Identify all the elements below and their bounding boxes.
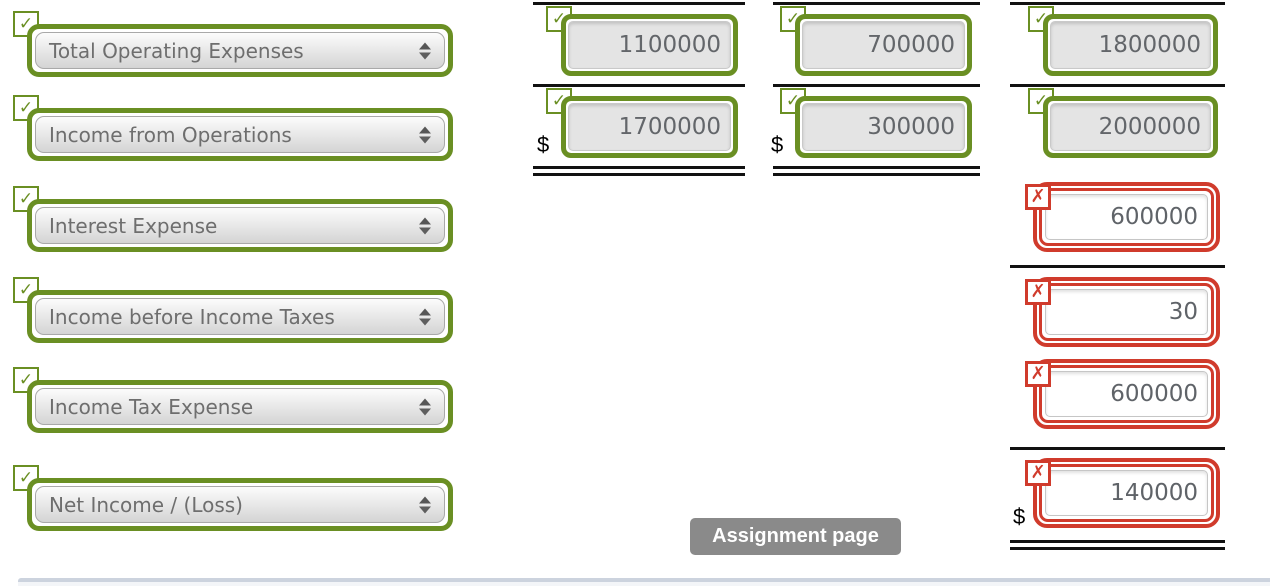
answer-cell (561, 14, 738, 76)
answer-cell (795, 96, 972, 158)
account-select-6[interactable]: Net Income / (Loss) (27, 478, 453, 531)
answer-cell (1043, 96, 1218, 158)
select-arrows-icon (419, 308, 431, 325)
answer-status-badge: ✗ (1025, 184, 1051, 210)
account-select-3[interactable]: Interest Expense (27, 199, 453, 252)
tooltip-label: Assignment page (712, 525, 879, 547)
dollar-sign: $ (537, 132, 550, 157)
dollar-sign: $ (1013, 504, 1026, 529)
total-rule (1010, 265, 1225, 268)
amount-input[interactable] (568, 21, 731, 69)
bottom-panel-edge (18, 578, 1270, 586)
select-arrows-icon (419, 398, 431, 415)
answer-cell (795, 14, 972, 76)
x-icon: ✗ (1030, 462, 1046, 483)
amount-input[interactable] (1045, 470, 1208, 516)
account-select-label: Interest Expense (49, 213, 218, 238)
select-arrows-icon (419, 126, 431, 143)
total-rule (1010, 2, 1225, 5)
answer-status-badge: ✗ (1025, 460, 1051, 486)
account-select-2[interactable]: Income from Operations (27, 108, 453, 161)
double-rule (773, 166, 980, 176)
double-rule (1010, 540, 1225, 550)
answer-cell (1033, 277, 1220, 347)
amount-input[interactable] (1045, 289, 1208, 335)
dollar-sign: $ (771, 132, 784, 157)
account-select-label: Income before Income Taxes (49, 304, 335, 329)
amount-input[interactable] (802, 103, 965, 151)
select-arrows-icon (419, 217, 431, 234)
answer-cell (1033, 359, 1220, 429)
answer-cell (561, 96, 738, 158)
assignment-page-tooltip: Assignment page (690, 518, 901, 555)
double-rule (533, 166, 745, 176)
answer-cell (1043, 14, 1218, 76)
total-rule (773, 2, 980, 5)
account-select-label: Net Income / (Loss) (49, 492, 243, 517)
amount-input[interactable] (1050, 103, 1211, 151)
account-select-label: Total Operating Expenses (49, 38, 304, 63)
select-arrows-icon (419, 42, 431, 59)
total-rule (1010, 84, 1225, 87)
amount-input[interactable] (1045, 371, 1208, 417)
answer-status-badge: ✗ (1025, 279, 1051, 305)
select-arrows-icon (419, 496, 431, 513)
total-rule (773, 84, 980, 87)
total-rule (533, 2, 745, 5)
x-icon: ✗ (1030, 186, 1046, 207)
answer-cell (1033, 182, 1220, 252)
x-icon: ✗ (1030, 281, 1046, 302)
answer-cell (1033, 458, 1220, 528)
account-select-label: Income from Operations (49, 122, 292, 147)
account-select-label: Income Tax Expense (49, 394, 254, 419)
account-select-1[interactable]: Total Operating Expenses (27, 24, 453, 77)
total-rule (533, 84, 745, 87)
account-select-5[interactable]: Income Tax Expense (27, 380, 453, 433)
total-rule (1010, 447, 1225, 450)
x-icon: ✗ (1030, 363, 1046, 384)
account-select-4[interactable]: Income before Income Taxes (27, 290, 453, 343)
answer-status-badge: ✓ (1028, 6, 1054, 32)
answer-status-badge: ✗ (1025, 361, 1051, 387)
amount-input[interactable] (802, 21, 965, 69)
amount-input[interactable] (1045, 194, 1208, 240)
amount-input[interactable] (1050, 21, 1211, 69)
amount-input[interactable] (568, 103, 731, 151)
